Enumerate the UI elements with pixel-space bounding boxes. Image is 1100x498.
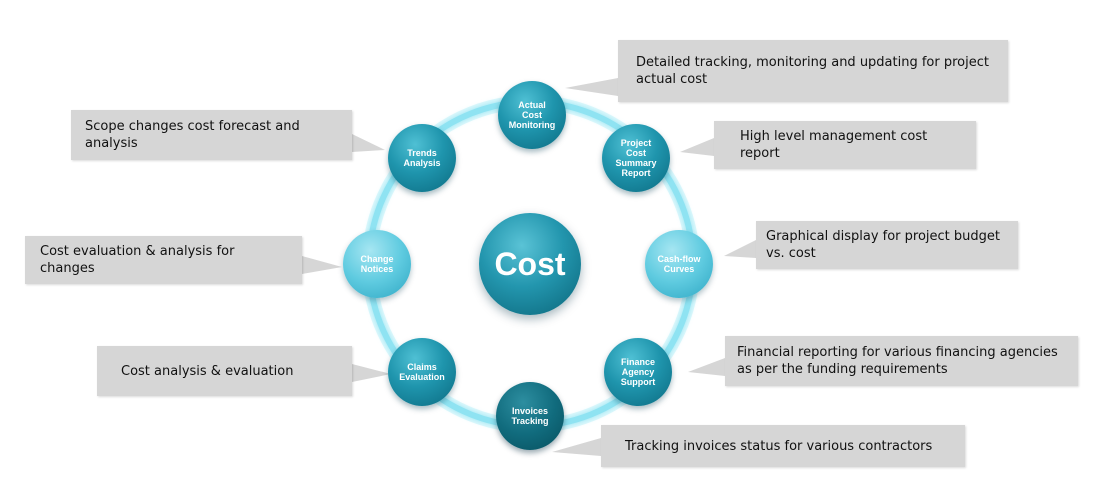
node-project-cost-summary-report: Project Cost Summary Report (602, 124, 670, 192)
node-change-notices: Change Notices (343, 230, 411, 298)
cost-hub: Cost (479, 213, 581, 315)
callout-pointer-finance-agency (688, 358, 725, 376)
callout-claims-text: Cost analysis & evaluation (121, 363, 294, 379)
callout-change-notices-text: Cost evaluation & analysis for changes (40, 244, 235, 276)
node-claims-evaluation: Claims Evaluation (388, 338, 456, 406)
callout-actual-cost: Detailed tracking, monitoring and updati… (618, 40, 1008, 102)
callout-cash-flow-text: Graphical display for project budget vs.… (766, 229, 1000, 261)
callout-finance-agency-text: Financial reporting for various financin… (737, 345, 1058, 377)
callout-invoices: Tracking invoices status for various con… (601, 425, 965, 467)
callout-summary-report-text: High level management cost report (740, 129, 928, 161)
callout-claims: Cost analysis & evaluation (97, 346, 352, 396)
callout-change-notices: Cost evaluation & analysis for changes (25, 236, 302, 284)
callout-finance-agency: Financial reporting for various financin… (725, 336, 1078, 386)
callout-pointer-trends (352, 134, 385, 152)
callout-pointer-claims (352, 364, 391, 382)
callout-pointer-invoices (552, 438, 601, 456)
callout-pointer-change-notices (302, 256, 342, 274)
node-finance-agency-support: Finance Agency Support (604, 338, 672, 406)
node-invoices-tracking: Invoices Tracking (496, 382, 564, 450)
callout-pointer-actual-cost (565, 78, 618, 96)
callout-invoices-text: Tracking invoices status for various con… (625, 438, 933, 454)
callout-summary-report: High level management cost report (714, 121, 976, 169)
cost-hub-label: Cost (494, 245, 566, 282)
callout-trends: Scope changes cost forecast and analysis (71, 110, 352, 160)
callout-pointer-summary-report (680, 138, 714, 156)
node-cash-flow-curves: Cash-flow Curves (645, 230, 713, 298)
callout-pointer-cash-flow (724, 240, 756, 258)
callout-actual-cost-text: Detailed tracking, monitoring and updati… (636, 55, 989, 87)
callout-trends-text: Scope changes cost forecast and analysis (85, 119, 300, 151)
node-actual-cost-monitoring: Actual Cost Monitoring (498, 81, 566, 149)
callout-cash-flow: Graphical display for project budget vs.… (756, 221, 1018, 269)
node-trends-analysis: Trends Analysis (388, 124, 456, 192)
